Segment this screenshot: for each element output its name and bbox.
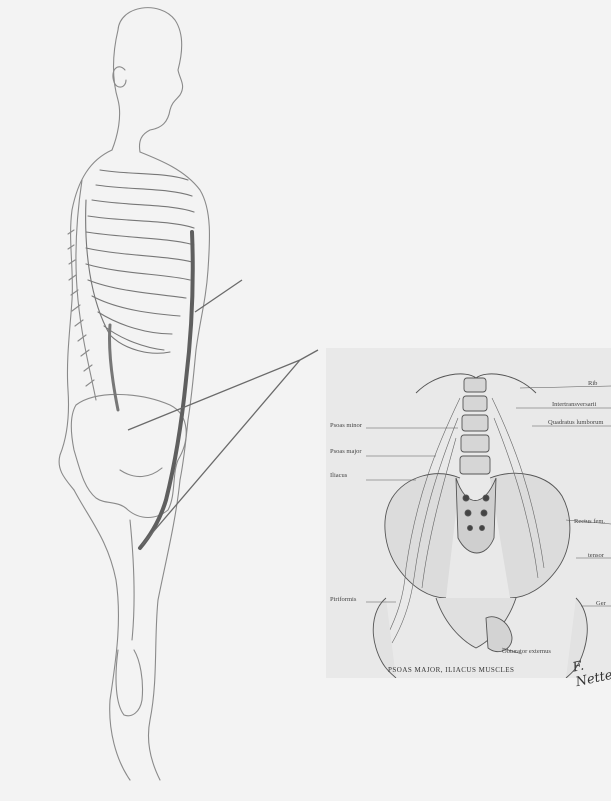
- label-piriformis: Piriformis: [330, 596, 356, 603]
- lumbar-vertebrae: [460, 378, 490, 474]
- label-tensor: tensor: [588, 552, 604, 559]
- label-quadratus-lumborum: Quadratus lumborum: [548, 419, 603, 426]
- sacrum: [456, 478, 496, 553]
- plate-title: PSOAS MAJOR, ILIACUS MUSCLES: [388, 666, 514, 674]
- femur: [130, 520, 134, 640]
- obturator-externus: [486, 617, 512, 652]
- pointer-lines: [128, 280, 318, 545]
- anatomy-plate: Psoas minor Psoas major Iliacus Piriform…: [326, 348, 611, 678]
- label-obturator-externus: Obturator externus: [502, 648, 551, 655]
- label-psoas-major: Psoas major: [330, 448, 362, 455]
- label-psoas-minor: Psoas minor: [330, 422, 362, 429]
- label-iliacus: Iliacus: [330, 472, 347, 479]
- label-rectus-femoris: Rectus fem.: [574, 518, 605, 525]
- label-intertransversarii: Intertransversarii: [552, 401, 596, 408]
- ear: [113, 67, 126, 87]
- head-outline: [118, 8, 183, 152]
- leg-outline: [74, 490, 130, 780]
- right-iliac-wing: [490, 473, 570, 598]
- pelvis-illustration: [326, 348, 611, 678]
- label-gemellus: Ger: [596, 600, 606, 607]
- label-rib: Rib: [588, 380, 597, 387]
- rib-cage: [86, 170, 194, 353]
